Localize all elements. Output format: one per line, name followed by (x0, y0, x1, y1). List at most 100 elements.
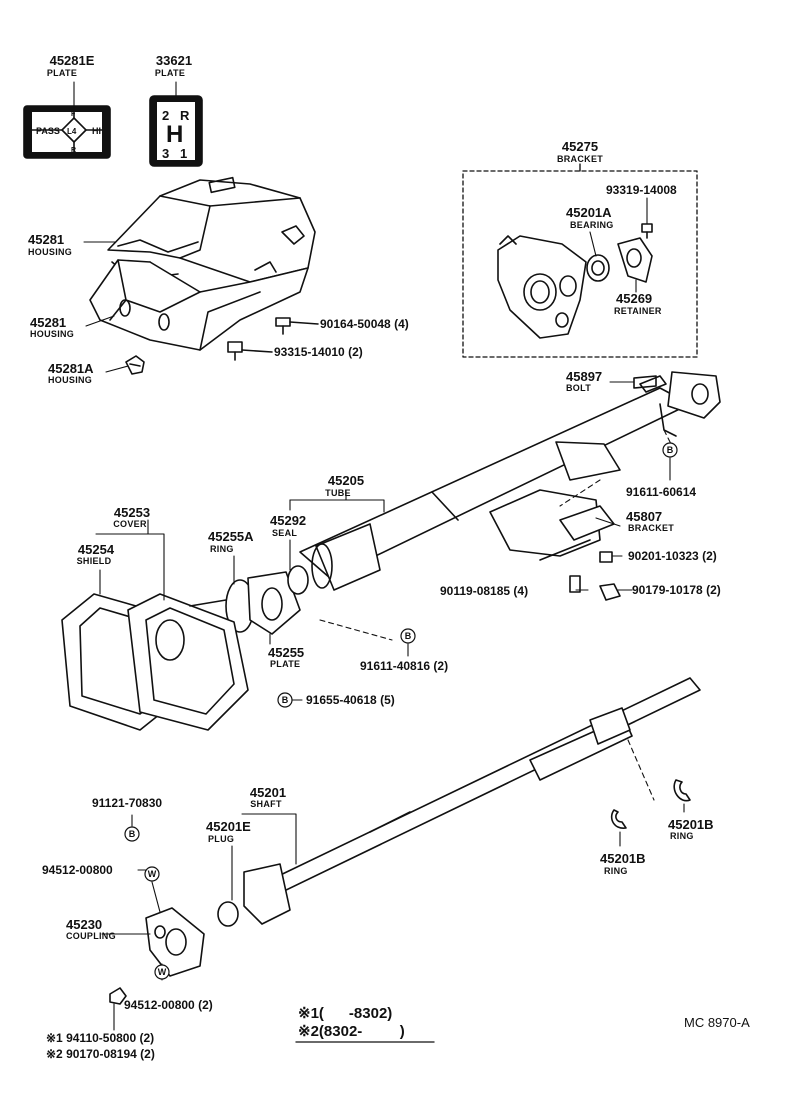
part-name-33621: PLATE (154, 68, 186, 78)
svg-text:W: W (158, 967, 167, 977)
svg-text:B: B (405, 631, 412, 641)
fastener-91121: 91121-70830 (92, 796, 163, 810)
legend-row-1-range: ( -8302) (318, 1005, 393, 1022)
part-name-45205: TUBE (325, 488, 351, 498)
part-name-45281E: PLATE (46, 68, 78, 78)
trans-plate-bottom: R (71, 147, 76, 154)
ring-45201B-right (673, 779, 691, 802)
part-number-45230: 45230 (66, 917, 103, 932)
marker-b-shaft: B (124, 826, 140, 842)
part-name-45201E: PLUG (208, 834, 235, 844)
part-number-45255: 45255 (268, 645, 305, 660)
part-name-45255: PLATE (270, 659, 301, 669)
fastener-90170-row: ※2 90170-08194 (2) (46, 1048, 155, 1060)
diagram-code: MC 8970-A (684, 1015, 750, 1030)
transfer-plate-45281E: PASS L4 HI F R (23, 105, 111, 159)
part-name-45281A: HOUSING (48, 375, 93, 385)
part-number-45281E: 45281E (49, 53, 95, 68)
marker-w-bottom: W (154, 964, 170, 980)
fastener-93315: 93315-14010 (2) (274, 345, 363, 359)
leader-lines (73, 81, 685, 1031)
plate-45255 (247, 571, 301, 635)
part-number-45281-lower: 45281 (30, 315, 67, 330)
part-number-33621: 33621 (155, 53, 193, 68)
ring-45201B-left (610, 809, 627, 829)
part-number-45201B-right: 45201B (668, 817, 714, 832)
marker-b-bolt: B (662, 442, 678, 458)
bearing-45201A (586, 254, 610, 282)
part-name-45254: SHIELD (76, 556, 112, 566)
legend-row-1: ※1( -8302) (298, 1006, 392, 1021)
part-number-45205: 45205 (327, 473, 365, 488)
part-number-45281A: 45281A (48, 361, 94, 376)
coupling-45230 (145, 907, 205, 977)
column-tube-45205 (299, 371, 721, 579)
column-housing-upper (107, 176, 316, 283)
plug-45201E (217, 901, 239, 927)
part-number-45292: 45292 (270, 513, 307, 528)
svg-text:B: B (282, 695, 289, 705)
part-name-45292: SEAL (272, 528, 298, 538)
legend-row-2-mark: ※2 (298, 1023, 319, 1040)
fastener-90164: 90164-50048 (4) (320, 317, 409, 331)
part-number-45201E: 45201E (206, 819, 251, 834)
housing-screws (227, 317, 319, 361)
part-number-45254: 45254 (77, 542, 115, 557)
fastener-91611-40816: 91611-40816 (2) (360, 659, 449, 673)
marker-b-plate: B (400, 628, 416, 644)
part-name-45807: BRACKET (628, 523, 675, 533)
bracket-45275 (497, 235, 587, 339)
part-number-45201B-left: 45201B (600, 851, 646, 866)
housing-clip-45281A (125, 355, 145, 375)
fastener-93319: 93319-14008 (606, 183, 677, 197)
svg-text:B: B (129, 829, 136, 839)
cover-45253 (127, 593, 249, 731)
svg-text:W: W (148, 869, 157, 879)
shift-plate-center: H (166, 121, 183, 148)
part-number-45807: 45807 (626, 509, 663, 524)
fastener-90179: 90179-10178 (2) (632, 583, 721, 597)
part-number-45897: 45897 (566, 369, 603, 384)
fastener-94110-prefix: ※1 (46, 1031, 63, 1045)
fastener-91655: 91655-40618 (5) (306, 693, 395, 707)
trans-plate-top: F (71, 111, 76, 118)
part-name-45281-upper: HOUSING (28, 247, 73, 257)
fastener-91611-60614: 91611-60614 (626, 485, 697, 499)
tube-fasteners (569, 375, 657, 601)
shift-plate-bl: 3 (162, 146, 169, 161)
part-name-45897: BOLT (566, 383, 592, 393)
part-number-45275: 45275 (561, 139, 599, 154)
trans-plate-pass: PASS (36, 126, 60, 136)
seal-45292 (311, 523, 381, 591)
part-number-45281-upper: 45281 (28, 232, 65, 247)
part-number-45255A: 45255A (208, 529, 254, 544)
part-name-45230: COUPLING (66, 931, 116, 941)
fastener-94110: 94110-50800 (2) (66, 1031, 155, 1045)
trans-plate-hi: HI (92, 126, 101, 136)
nut-94110 (109, 987, 127, 1005)
part-name-45201B-right: RING (670, 831, 694, 841)
fastener-90170-prefix: ※2 (46, 1047, 63, 1061)
legend-row-1-mark: ※1 (298, 1005, 319, 1022)
bracket-45807 (489, 489, 615, 561)
fastener-90170: 90170-08194 (2) (66, 1047, 155, 1061)
fastener-94512-top: 94512-00800 (42, 863, 113, 877)
part-name-45201B-left: RING (604, 866, 628, 876)
marker-w-top: W (144, 866, 160, 882)
legend-row-2: ※2(8302- ) (298, 1024, 405, 1039)
part-name-45275: BRACKET (556, 154, 604, 164)
svg-text:B: B (667, 445, 674, 455)
part-number-45201A: 45201A (566, 205, 612, 220)
part-name-45253: COVER (113, 519, 147, 529)
part-name-45281-lower: HOUSING (30, 329, 75, 339)
retainer-45269 (617, 237, 653, 283)
fastener-94512-bottom: 94512-00800 (2) (124, 998, 213, 1012)
part-number-45253: 45253 (113, 505, 151, 520)
part-number-45269: 45269 (616, 291, 653, 306)
shift-plate-tr: R (180, 108, 190, 123)
part-number-45201: 45201 (249, 785, 287, 800)
fastener-90119: 90119-08185 (4) (440, 584, 529, 598)
part-name-45255A: RING (210, 544, 234, 554)
column-housing-lower (89, 259, 309, 351)
